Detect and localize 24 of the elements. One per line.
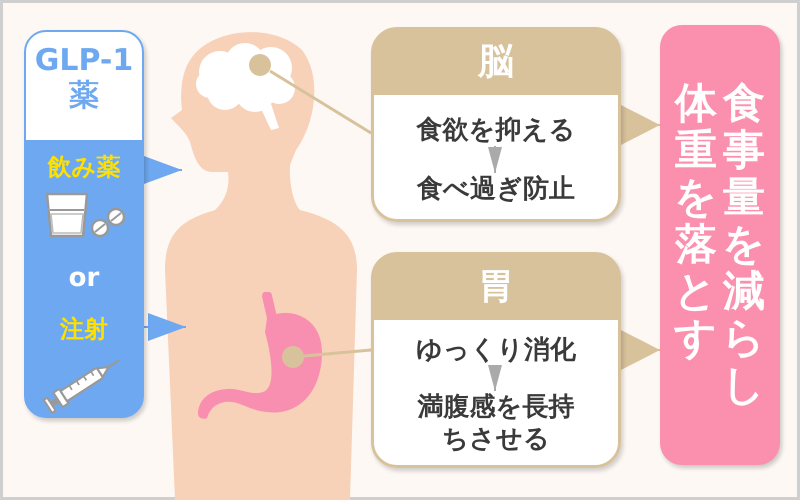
info-panel [371,252,621,468]
info-panel [371,27,621,222]
panel-text: 食欲を抑える [374,114,618,146]
drug-type-text: 飲み薬 [48,152,120,182]
drug-card [24,30,144,418]
arrow [142,156,182,184]
drug-type-text: 注射 [60,314,108,344]
leader-line [269,70,372,134]
brain-drawing [195,42,297,132]
panel-text: 満腹感を長持ちさせる [416,391,576,455]
conjunction-text: or [68,264,100,292]
card-heading: GLP-1薬 [34,44,134,113]
arrow [488,146,502,173]
panel-text: ゆっくり消化 [374,334,618,366]
panel-heading: 胃 [477,265,515,309]
panel-text: 食べ過ぎ防止 [374,173,618,205]
arrow [142,313,186,341]
arrow [621,330,660,370]
leader-line [304,348,372,358]
arrow [621,105,660,145]
arrow [488,365,502,391]
result-box [660,25,780,465]
panel-heading: 脳 [476,40,515,84]
result-text: 食事量を減らし体重を落とす [675,79,765,411]
